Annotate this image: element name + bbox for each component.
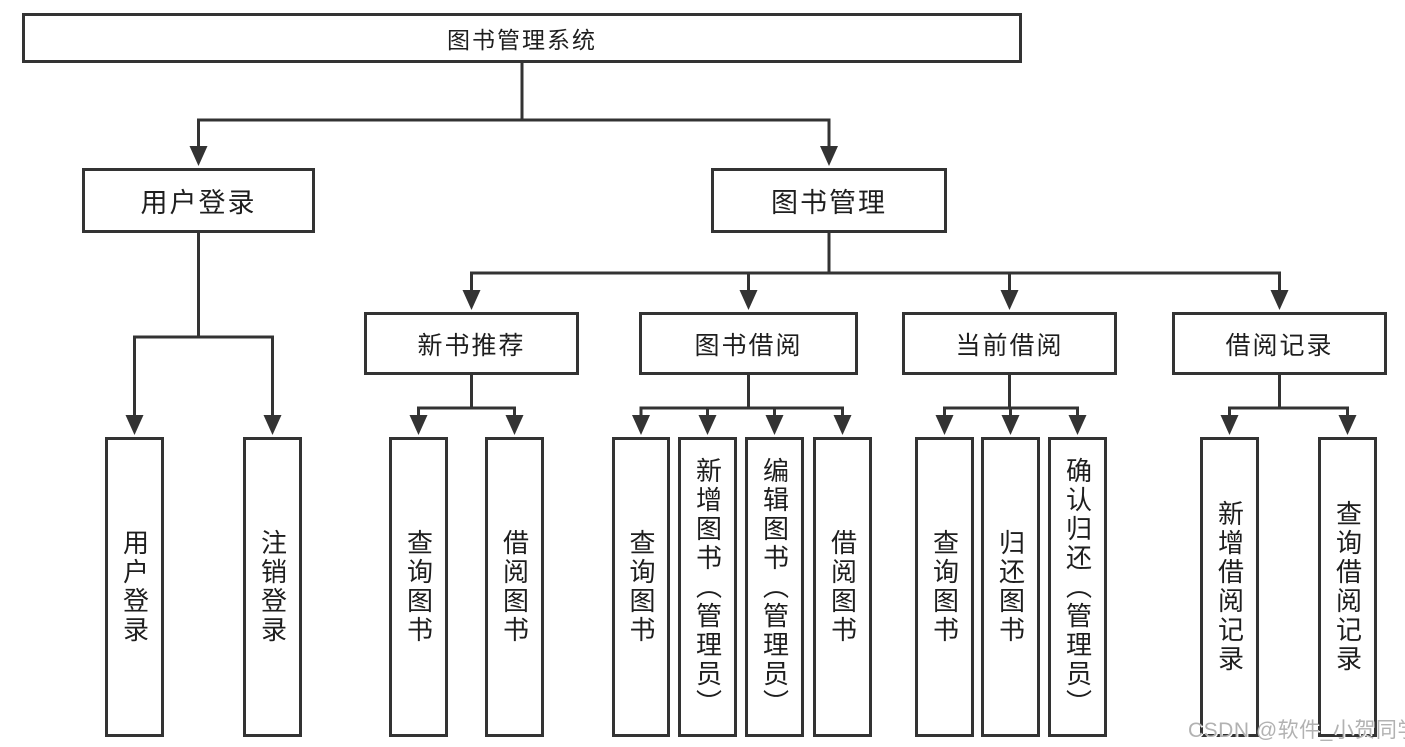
- leaf-borrow-books-recommend: 借阅图书: [485, 437, 544, 737]
- node-current-borrowing: 当前借阅: [902, 312, 1117, 375]
- leaf-return-books: 归还图书: [981, 437, 1040, 737]
- leaf-query-borrow-record: 查询借阅记录: [1318, 437, 1377, 737]
- leaf-borrow-books-borrowing: 借阅图书: [813, 437, 872, 737]
- leaf-query-books-recommend: 查询图书: [389, 437, 448, 737]
- connector-book-borrowing-children: [632, 375, 852, 435]
- node-book-management: 图书管理: [711, 168, 947, 233]
- connector-borrowing-records-children: [1220, 375, 1357, 435]
- leaf-logout: 注销登录: [243, 437, 302, 737]
- watermark: CSDN @软件_小贺同学: [1188, 719, 1405, 742]
- connector-root-to-level2: [189, 63, 838, 166]
- leaf-add-borrow-record: 新增借阅记录: [1200, 437, 1259, 737]
- connector-user-login-children: [125, 233, 282, 435]
- node-user-login: 用户登录: [82, 168, 315, 233]
- connector-current-borrowing-children: [935, 375, 1087, 435]
- connector-new-book-recommend-children: [409, 375, 524, 435]
- node-borrowing-records: 借阅记录: [1172, 312, 1387, 375]
- node-library-management-system: 图书管理系统: [22, 13, 1022, 63]
- node-book-borrowing: 图书借阅: [639, 312, 858, 375]
- node-new-book-recommend: 新书推荐: [364, 312, 579, 375]
- connector-book-management-children: [462, 233, 1289, 310]
- leaf-user-login: 用户登录: [105, 437, 164, 737]
- leaf-query-books-borrowing: 查询图书: [612, 437, 670, 737]
- leaf-add-books-admin: 新增图书（管理员）: [678, 437, 737, 737]
- leaf-edit-books-admin: 编辑图书（管理员）: [745, 437, 804, 737]
- leaf-confirm-return-admin: 确认归还（管理员）: [1048, 437, 1107, 737]
- leaf-query-books-current: 查询图书: [915, 437, 974, 737]
